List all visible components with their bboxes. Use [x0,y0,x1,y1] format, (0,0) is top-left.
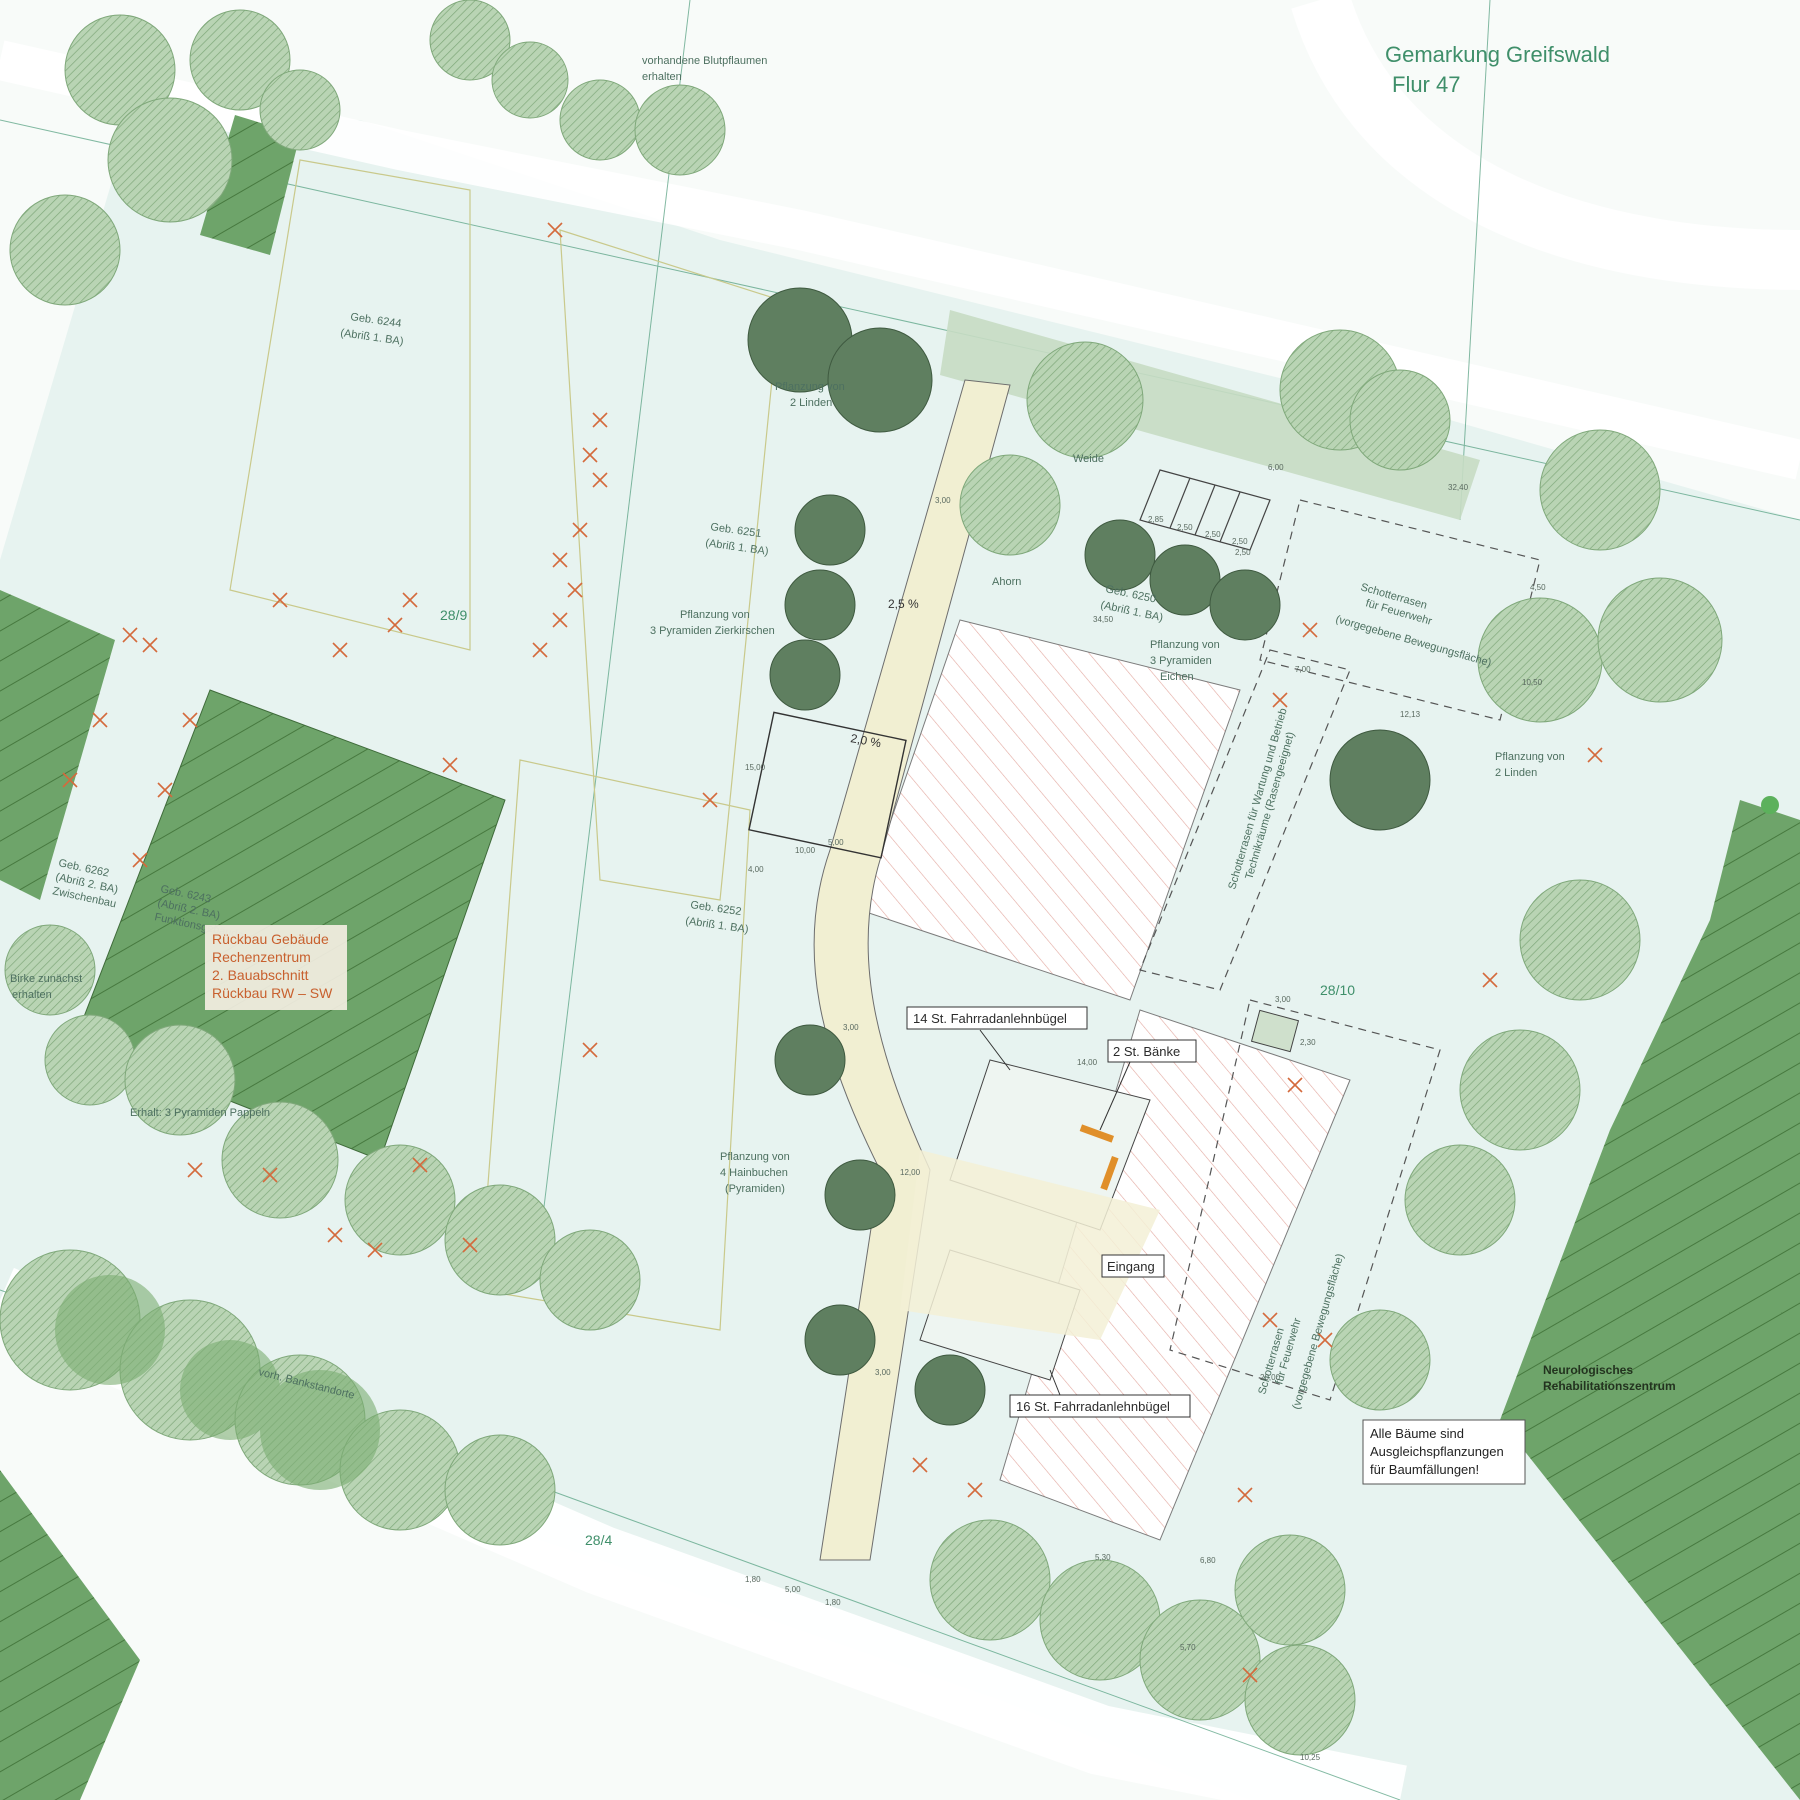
note-blutpflaumen: vorhandene Blutpflaumen [642,55,767,67]
parcel-label-28-4: 28/4 [585,1532,612,1548]
dim-250a: 2,50 [1177,523,1193,532]
note-eichen: Pflanzung von [1150,639,1220,651]
rueckbau-note: Rückbau Gebäude Rechenzentrum 2. Bauabsc… [205,925,347,1010]
ramp-structure [748,711,907,859]
dim-250c: 2,50 [1232,537,1248,546]
note-linden-top-2: 2 Linden [790,397,832,409]
summary-line2: Ausgleichspflanzungen [1370,1444,1504,1459]
street-northeast [1291,0,1800,290]
title-gemarkung: Gemarkung Greifswald [1385,42,1610,67]
neuro-label-line1: Neurologisches [1543,1363,1633,1377]
dim-530: 5,30 [1095,1553,1111,1562]
dim-450: 4,50 [1530,583,1546,592]
dim-250d: 2,50 [1235,548,1251,557]
slope-2-0: 2,0 % [849,731,882,750]
callout-benches: 2 St. Bänke [1113,1044,1180,1059]
dim-680: 6,80 [1200,1556,1216,1565]
callout-entrance: Eingang [1107,1259,1155,1274]
dim-400: 4,00 [748,865,764,874]
note-eichen-2: 3 Pyramiden [1150,655,1212,667]
dim-1200: 12,00 [900,1168,921,1177]
new-building-north [859,619,1241,1001]
dim-1213: 12,13 [1400,710,1421,719]
dim-300b: 3,00 [843,1023,859,1032]
dim-600: 6,00 [1268,463,1284,472]
summary-line1: Alle Bäume sind [1370,1426,1464,1441]
note-pappeln: Erhalt: 3 Pyramiden Pappeln [130,1107,270,1119]
dim-2000: 20,00 [1260,1373,1281,1382]
dim-570: 5,70 [1180,1643,1196,1652]
building-southwest [0,1470,140,1800]
dim-250b: 2,50 [1205,530,1221,539]
dim-3450: 34,50 [1093,615,1114,624]
parcel-label-28-10: 28/10 [1320,982,1355,998]
callouts: 14 St. Fahrradanlehnbügel 2 St. Bänke Ei… [906,1006,1197,1418]
callout-bikes-14: 14 St. Fahrradanlehnbügel [913,1011,1067,1026]
note-linden-right: Pflanzung von [1495,751,1565,763]
rueckbau-note-box [205,925,347,1010]
note-hainbuchen-3: (Pyramiden) [725,1183,785,1195]
rueckbau-line3: 2. Bauabschnitt [212,967,309,983]
note-zierkirschen: Pflanzung von [680,609,750,621]
dim-1400: 14,00 [1077,1058,1098,1067]
rueckbau-line2: Rechenzentrum [212,949,311,965]
building-west-edge [0,590,115,900]
note-birke: Birke zunächst [10,973,82,985]
parking-stalls [1139,469,1271,551]
footpath [813,379,1011,1561]
summary-line3: für Baumfällungen! [1370,1462,1479,1477]
title-flur: Flur 47 [1392,72,1460,97]
dim-1050: 10,50 [1522,678,1543,687]
callout-bikes-16: 16 St. Fahrradanlehnbügel [1016,1399,1170,1414]
dim-180a: 1,80 [745,1575,761,1584]
dim-1500: 15,00 [745,763,766,772]
rueckbau-line4: Rückbau RW – SW [212,985,333,1001]
existing-trees-dark [55,1275,380,1490]
dim-500b: 5,00 [785,1585,801,1594]
title-block: Gemarkung Greifswald Flur 47 [1385,42,1610,97]
dim-285: 2,85 [1148,515,1164,524]
note-linden-right-2: 2 Linden [1495,767,1537,779]
note-weide: Weide [1073,453,1104,465]
bench-2 [1100,1155,1119,1191]
dim-1025: 10,25 [1300,1753,1321,1762]
note-zierkirschen-2: 3 Pyramiden Zierkirschen [650,625,775,637]
dim-300d: 3,00 [875,1368,891,1377]
technik-box [1250,1009,1300,1053]
parcel-label-28-9: 28/9 [440,607,467,623]
new-trees [747,287,1431,1426]
note-ahorn: Ahorn [992,576,1021,588]
note-hainbuchen-2: 4 Hainbuchen [720,1167,788,1179]
bench-1 [1079,1124,1115,1143]
dim-300c: 3,00 [1275,995,1291,1004]
note-birke-2: erhalten [12,989,52,1001]
note-linden-top: Pflanzung von [775,381,845,393]
dim-500: 5,00 [828,838,844,847]
neuro-label-line2: Rehabilitationszentrum [1543,1379,1676,1393]
dim-1000: 10,00 [795,846,816,855]
dim-3240: 32,40 [1448,483,1469,492]
dimension-labels: 3,00 2,85 2,50 2,50 2,50 2,50 6,00 32,40… [745,463,1546,1762]
plaza [900,1150,1160,1340]
dim-180b: 1,80 [825,1598,841,1607]
old-building-outlines [229,159,781,1331]
summary-note: Alle Bäume sind Ausgleichspflanzungen fü… [1362,1419,1526,1485]
dim-700: 7,00 [1295,665,1311,674]
note-blutpflaumen-2: erhalten [642,71,682,83]
slope-2-5: 2,5 % [888,597,919,611]
building-neuro [1500,800,1800,1800]
rueckbau-line1: Rückbau Gebäude [212,931,329,947]
note-hainbuchen: Pflanzung von [720,1151,790,1163]
dim-300a: 3,00 [935,496,951,505]
note-eichen-3: Eichen [1160,671,1194,683]
dim-230: 2,30 [1300,1038,1316,1047]
tree-marker-right [1761,796,1779,814]
